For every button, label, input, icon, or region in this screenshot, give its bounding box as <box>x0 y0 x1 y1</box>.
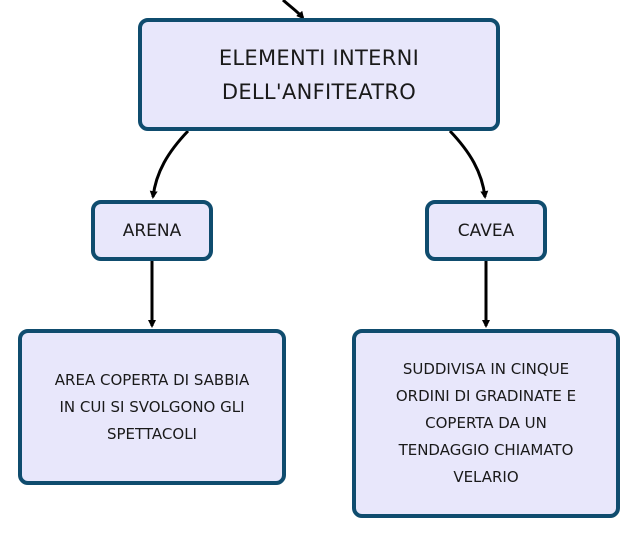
node-arena: ARENA <box>91 200 213 261</box>
node-elementi-interni-label: ELEMENTI INTERNI DELL'ANFITEATRO <box>218 45 420 104</box>
edge-incoming-to-root <box>282 0 305 20</box>
node-arena-description: AREA COPERTA DI SABBIA IN CUI SI SVOLGON… <box>18 329 286 485</box>
edge-root-to-arena <box>149 129 190 199</box>
node-arena-label: ARENA <box>122 220 182 241</box>
node-cavea-label: CAVEA <box>457 220 515 241</box>
node-cavea-description: SUDDIVISA IN CINQUE ORDINI DI GRADINATE … <box>352 329 620 518</box>
node-cavea-description-text: SUDDIVISA IN CINQUE ORDINI DI GRADINATE … <box>395 360 577 486</box>
node-arena-description-text: AREA COPERTA DI SABBIA IN CUI SI SVOLGON… <box>54 370 250 443</box>
edge-root-to-cavea <box>448 129 489 199</box>
node-elementi-interni: ELEMENTI INTERNI DELL'ANFITEATRO <box>138 18 500 131</box>
node-cavea: CAVEA <box>425 200 547 261</box>
